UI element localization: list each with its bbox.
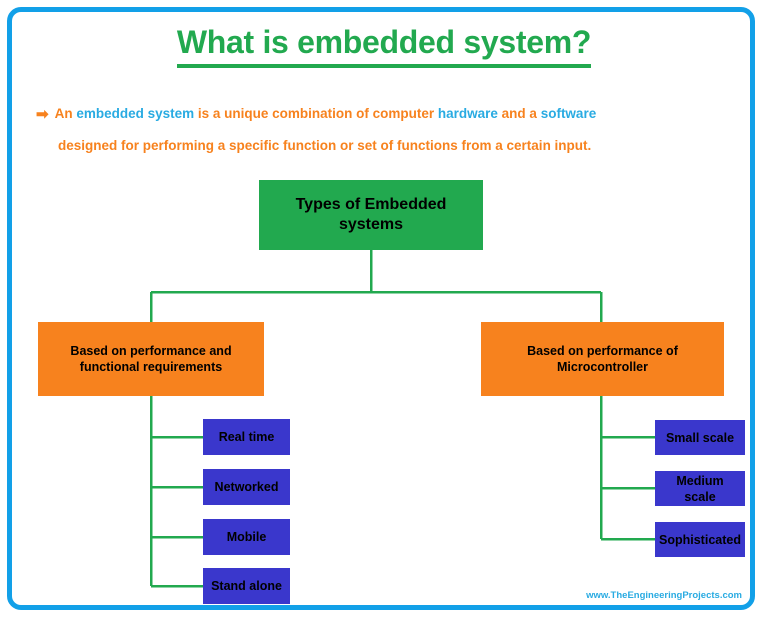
page-title: What is embedded system? [176,24,591,68]
intro-seg-1: An [54,106,77,121]
page-title-wrapper: What is embedded system? [0,24,768,68]
node-leaf-mobile[interactable]: Mobile [203,519,290,555]
node-root-types-of-embedded-systems[interactable]: Types of Embedded systems [259,180,483,250]
node-root-label: Types of Embedded systems [295,195,447,233]
node-branch-1-label: Based on performance of Microcontroller [527,344,678,374]
intro-seg-4: hardware [437,106,498,121]
node-leaf-networked[interactable]: Networked [203,469,290,505]
intro-seg-6: software [540,106,597,121]
intro-seg-5: and a [497,106,541,121]
node-leaf-label: Small scale [665,430,735,445]
node-leaf-real-time[interactable]: Real time [203,419,290,455]
page-frame [7,7,755,610]
node-leaf-small-scale[interactable]: Small scale [655,420,745,455]
node-leaf-label: Networked [214,480,279,494]
intro-seg-3: is a unique combination of computer [194,106,438,121]
node-leaf-label: Mobile [226,530,267,544]
intro-seg-2: embedded system [76,106,195,121]
node-leaf-label: Medium scale [676,473,724,504]
node-leaf-stand-alone[interactable]: Stand alone [203,568,290,604]
node-leaf-label: Sophisticated [659,532,741,547]
node-leaf-label: Stand alone [211,579,282,593]
node-branch-0-label: Based on performance and functional requ… [70,344,232,374]
node-branch-performance-functional-requirements[interactable]: Based on performance and functional requ… [38,322,264,396]
arrow-right-icon: ➡ [36,106,49,123]
node-leaf-sophisticated[interactable]: Sophisticated [655,522,745,557]
intro-line-2: designed for performing a specific funct… [58,138,592,153]
watermark-url: www.TheEngineeringProjects.com [586,590,742,601]
node-branch-performance-of-microcontroller[interactable]: Based on performance of Microcontroller [481,322,724,396]
node-leaf-label: Real time [218,430,275,444]
intro-paragraph: ➡ An embedded system is a unique combinat… [36,98,736,161]
node-leaf-medium-scale[interactable]: Medium scale [655,471,745,506]
